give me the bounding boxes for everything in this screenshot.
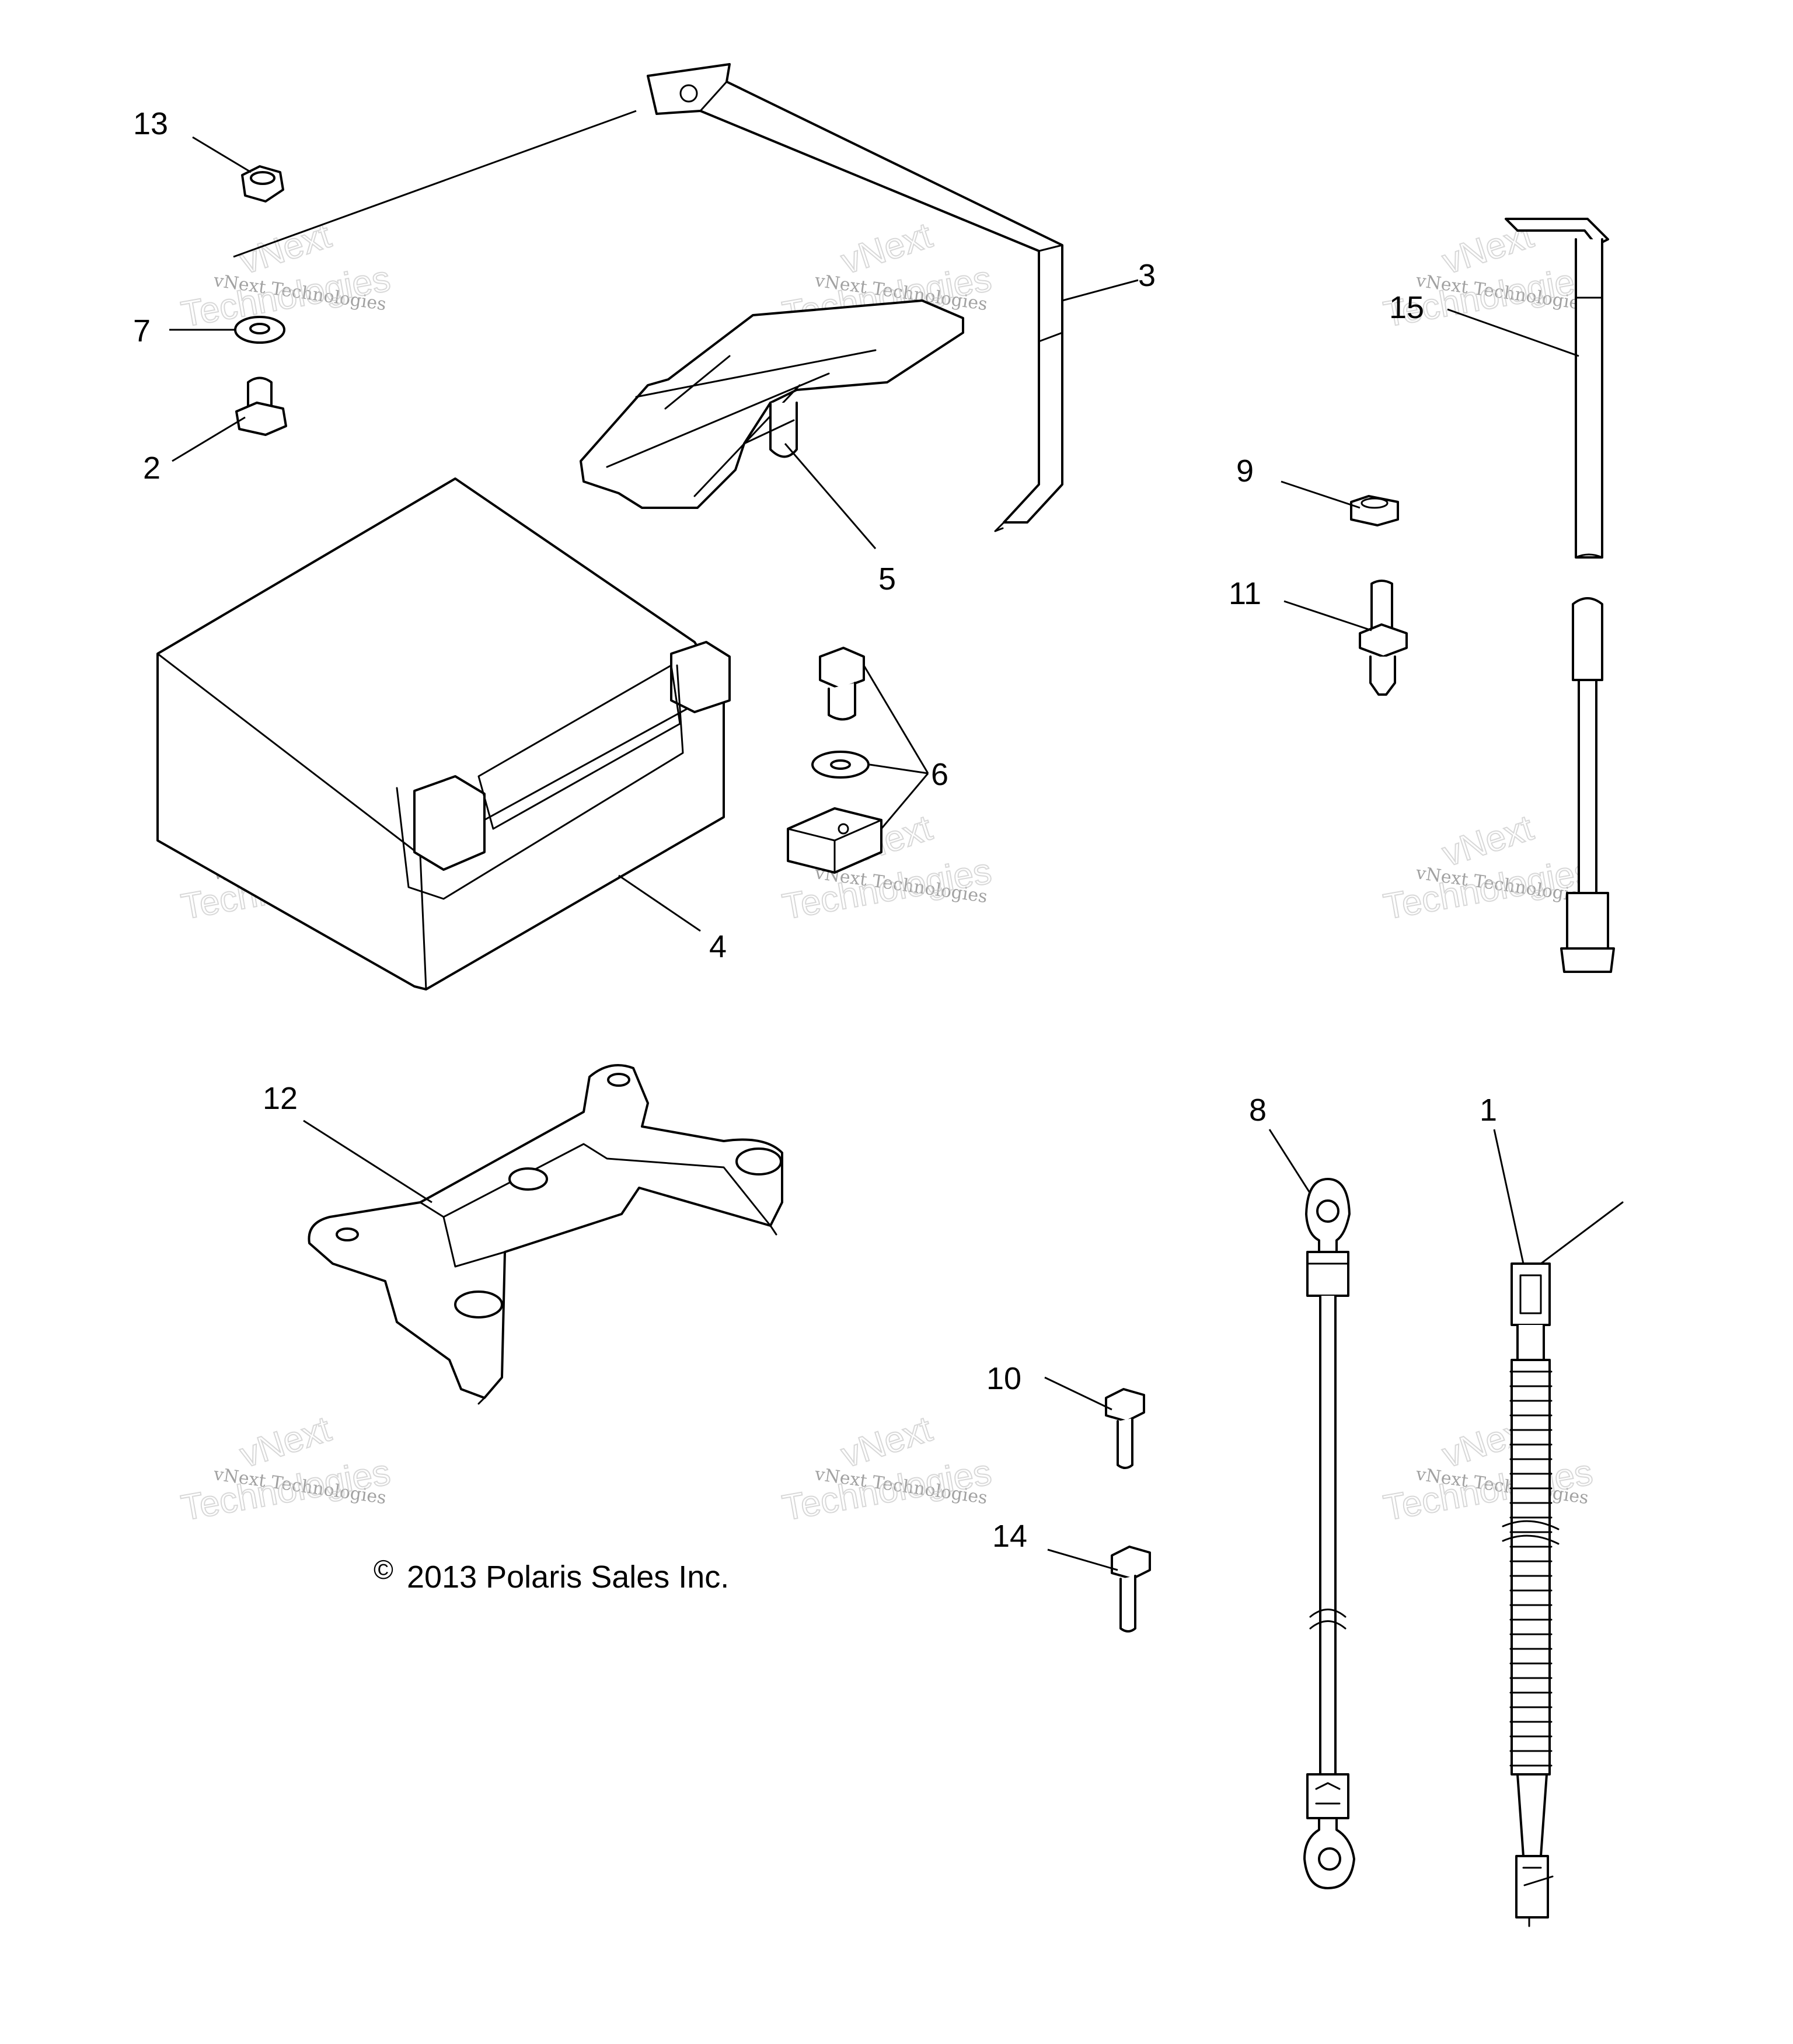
callout-9: 9 (1236, 454, 1254, 489)
leader-line-13 (192, 136, 252, 173)
ground-cable-part (1303, 1178, 1355, 1889)
leader-line-15 (1447, 308, 1579, 357)
copyright-notice: © 2013 Polaris Sales Inc. (374, 1554, 729, 1595)
leader-line-8 (1268, 1129, 1311, 1194)
nut-part (241, 165, 284, 203)
positive-cable-part (1502, 1201, 1624, 1927)
bolt-part (235, 376, 287, 436)
leader-line-6a (863, 665, 929, 774)
watermark-big-text: Technologies (178, 259, 393, 335)
leader-line-10 (1044, 1376, 1112, 1411)
leader-line-14 (1047, 1548, 1118, 1571)
watermark: vNext vNext Technologies Technologies (1380, 807, 1596, 928)
leader-line-1 (1493, 1129, 1525, 1264)
washer-part (234, 316, 285, 344)
battery-pad-part (580, 299, 964, 509)
copyright-symbol: © (374, 1554, 393, 1585)
callout-1: 1 (1480, 1093, 1497, 1128)
leader-line-11 (1283, 600, 1372, 632)
watermark: vNext vNext Technologies Technologies (1380, 1408, 1596, 1529)
watermark-big-text: Technologies (1380, 851, 1595, 927)
vent-tube-part (1505, 218, 1615, 973)
callout-12: 12 (263, 1081, 298, 1116)
callout-6: 6 (931, 757, 948, 792)
watermark: vNext vNext Technologies Technologies (177, 215, 393, 336)
callout-3: 3 (1138, 258, 1156, 293)
leader-lines (169, 110, 1579, 1571)
terminal-hardware-part (787, 647, 882, 874)
flange-nut-part (1350, 495, 1399, 526)
leader-line-6b (869, 763, 929, 775)
leader-line-9 (1281, 480, 1361, 509)
callout-7: 7 (133, 313, 151, 348)
callout-11: 11 (1229, 576, 1261, 611)
leader-line-12 (303, 1119, 432, 1204)
callout-5: 5 (878, 561, 896, 597)
callout-2: 2 (143, 451, 161, 486)
callout-15: 15 (1389, 290, 1424, 325)
screw-part (1111, 1546, 1151, 1633)
callout-14: 14 (992, 1519, 1027, 1554)
watermark-big-text: Technologies (1380, 1452, 1595, 1529)
callout-labels: 1 2 3 4 5 6 7 8 9 10 11 12 13 14 15 (133, 106, 1497, 1554)
battery-strap-part (647, 63, 1063, 532)
callout-13: 13 (133, 106, 168, 141)
leader-line-3-left (233, 110, 637, 258)
copyright-text: 2013 Polaris Sales Inc. (407, 1560, 729, 1595)
watermark: vNext vNext Technologies Technologies (177, 1408, 393, 1529)
callout-10: 10 (986, 1361, 1021, 1396)
watermark: vNext vNext Technologies Technologies (779, 1408, 995, 1529)
leader-line-3 (1062, 279, 1139, 302)
stud-bolt-part (1359, 580, 1408, 696)
watermark-big-text: Technologies (178, 1452, 393, 1529)
callout-8: 8 (1249, 1093, 1267, 1128)
leader-line-2 (172, 416, 246, 462)
battery-part (156, 477, 731, 990)
leader-line-6c (880, 773, 929, 829)
battery-tray-part (308, 1064, 783, 1405)
leader-line-4 (618, 874, 701, 932)
screw-part (1105, 1388, 1145, 1469)
watermark-big-text: Technologies (779, 1452, 994, 1529)
leader-line-5 (784, 443, 877, 549)
callout-4: 4 (709, 929, 727, 964)
